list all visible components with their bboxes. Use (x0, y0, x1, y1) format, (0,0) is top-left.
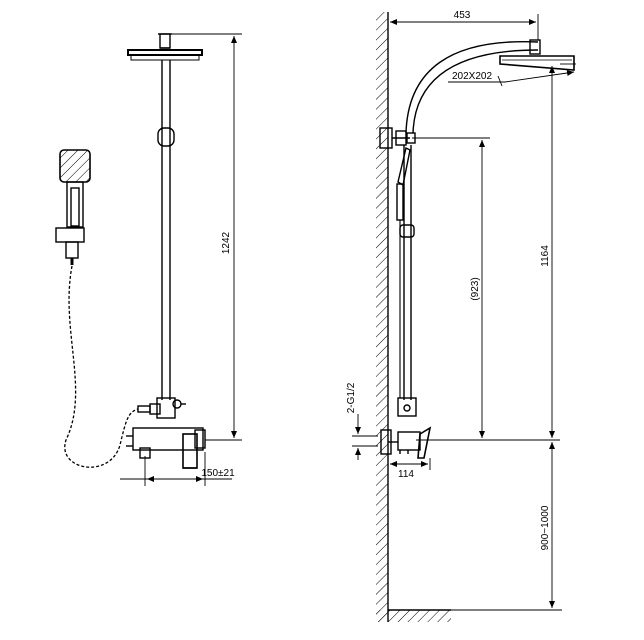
dim-wall-offset-front: 150±21 (201, 468, 235, 479)
dim-head-size: 202X202 (452, 71, 492, 82)
front-hand-shower (55, 149, 91, 265)
side-riser-pipe (399, 145, 415, 400)
side-mixer (380, 397, 432, 459)
dim-install-height: 900~1000 (540, 505, 551, 550)
front-riser-pole (156, 60, 186, 419)
front-hose (64, 265, 139, 468)
dim-inlet-thread: 2-G1/2 (346, 382, 357, 413)
dim-arm-reach: 453 (454, 10, 471, 21)
side-curved-arm-inner (412, 49, 539, 134)
side-view (379, 39, 575, 459)
side-wall-bracket (379, 127, 416, 149)
front-dimension-lines (120, 33, 242, 486)
front-mixer (126, 427, 206, 469)
side-curved-arm (405, 40, 539, 134)
dim-total-height-front: 1242 (221, 231, 232, 254)
side-wall (376, 12, 451, 622)
dim-head-height: 1164 (540, 245, 551, 267)
dim-bar-center: (923) (470, 277, 481, 300)
front-view (55, 33, 206, 469)
front-shower-head (127, 33, 203, 61)
side-shower-head (499, 39, 575, 71)
side-dimension-lines (352, 12, 576, 611)
dim-mixer-projection: 114 (398, 469, 414, 480)
side-hand-shower (396, 146, 411, 398)
